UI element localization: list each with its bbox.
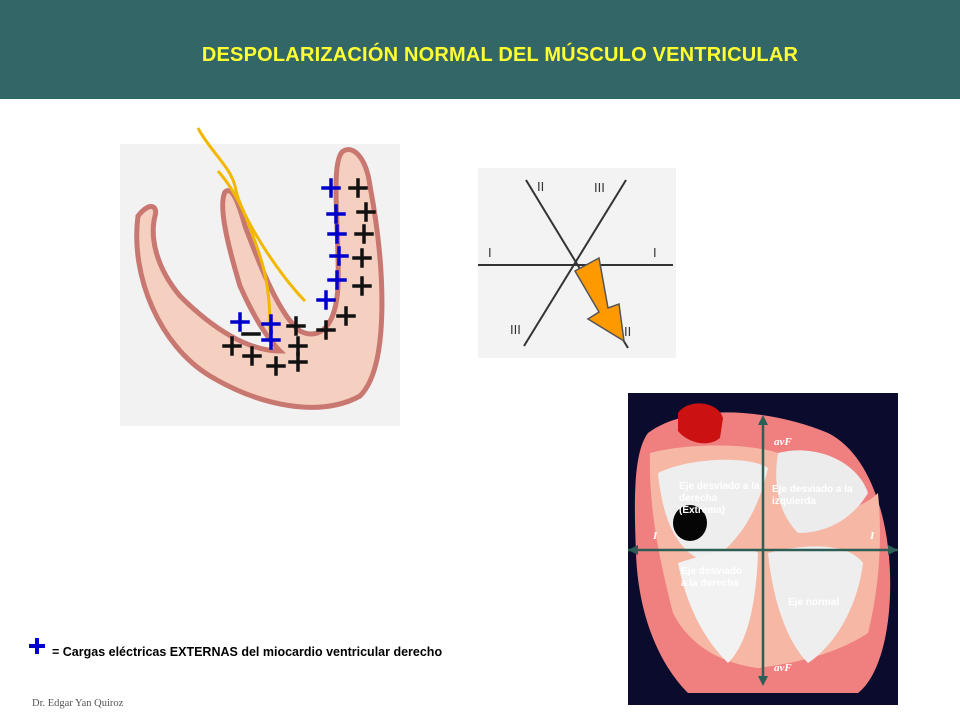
aorta — [678, 403, 723, 444]
quadrant-lower-left: Eje desviado a la derecha — [681, 566, 743, 589]
lead-axes-diagram — [478, 168, 676, 358]
ventricle-diagram — [120, 127, 400, 426]
left-atrium-cavity — [776, 450, 868, 533]
page-title: DESPOLARIZACIÓN NORMAL DEL MÚSCULO VENTR… — [201, 44, 799, 66]
right-ventricle-cavity — [678, 548, 758, 663]
lead-label-III-top: III — [594, 180, 605, 195]
avF-label-bottom: avF — [774, 662, 792, 674]
heart-axis-figure — [628, 393, 898, 705]
conduction-line-right — [196, 127, 307, 303]
quadrant-lower-right: Eje normal — [788, 597, 840, 608]
vessel-opening — [673, 505, 707, 541]
header-bar — [0, 0, 960, 99]
lead-III-axis — [523, 179, 627, 347]
left-ventricle-cavity — [768, 546, 863, 663]
lead-label-II-top: II — [537, 179, 545, 194]
legend: = Cargas eléctricas EXTERNAS del miocard… — [28, 638, 588, 664]
electrical-axis-arrow — [573, 256, 625, 343]
myocardium-wall — [134, 147, 385, 410]
positive-charges — [222, 178, 376, 376]
footer-author: Dr. Edgar Yan Quiroz — [32, 698, 124, 709]
positive-charge-icon — [29, 638, 45, 654]
lead-label-II-bottom: II — [624, 324, 632, 339]
lead-label-I-right: I — [653, 245, 657, 260]
legend-text: = Cargas eléctricas EXTERNAS del miocard… — [52, 645, 443, 659]
lead-label-I-left: I — [488, 245, 492, 260]
quadrant-upper-right: Eje desviado a la izquierda — [772, 484, 853, 507]
quadrant-upper-left: Eje desviado a la derecha (Extrema) — [679, 481, 760, 516]
avF-label-top: avF — [774, 436, 792, 448]
lead-label-III-bottom: III — [510, 322, 521, 337]
I-label-left: I — [653, 530, 658, 542]
I-label-right: I — [870, 530, 875, 542]
conduction-line-left — [216, 170, 272, 332]
